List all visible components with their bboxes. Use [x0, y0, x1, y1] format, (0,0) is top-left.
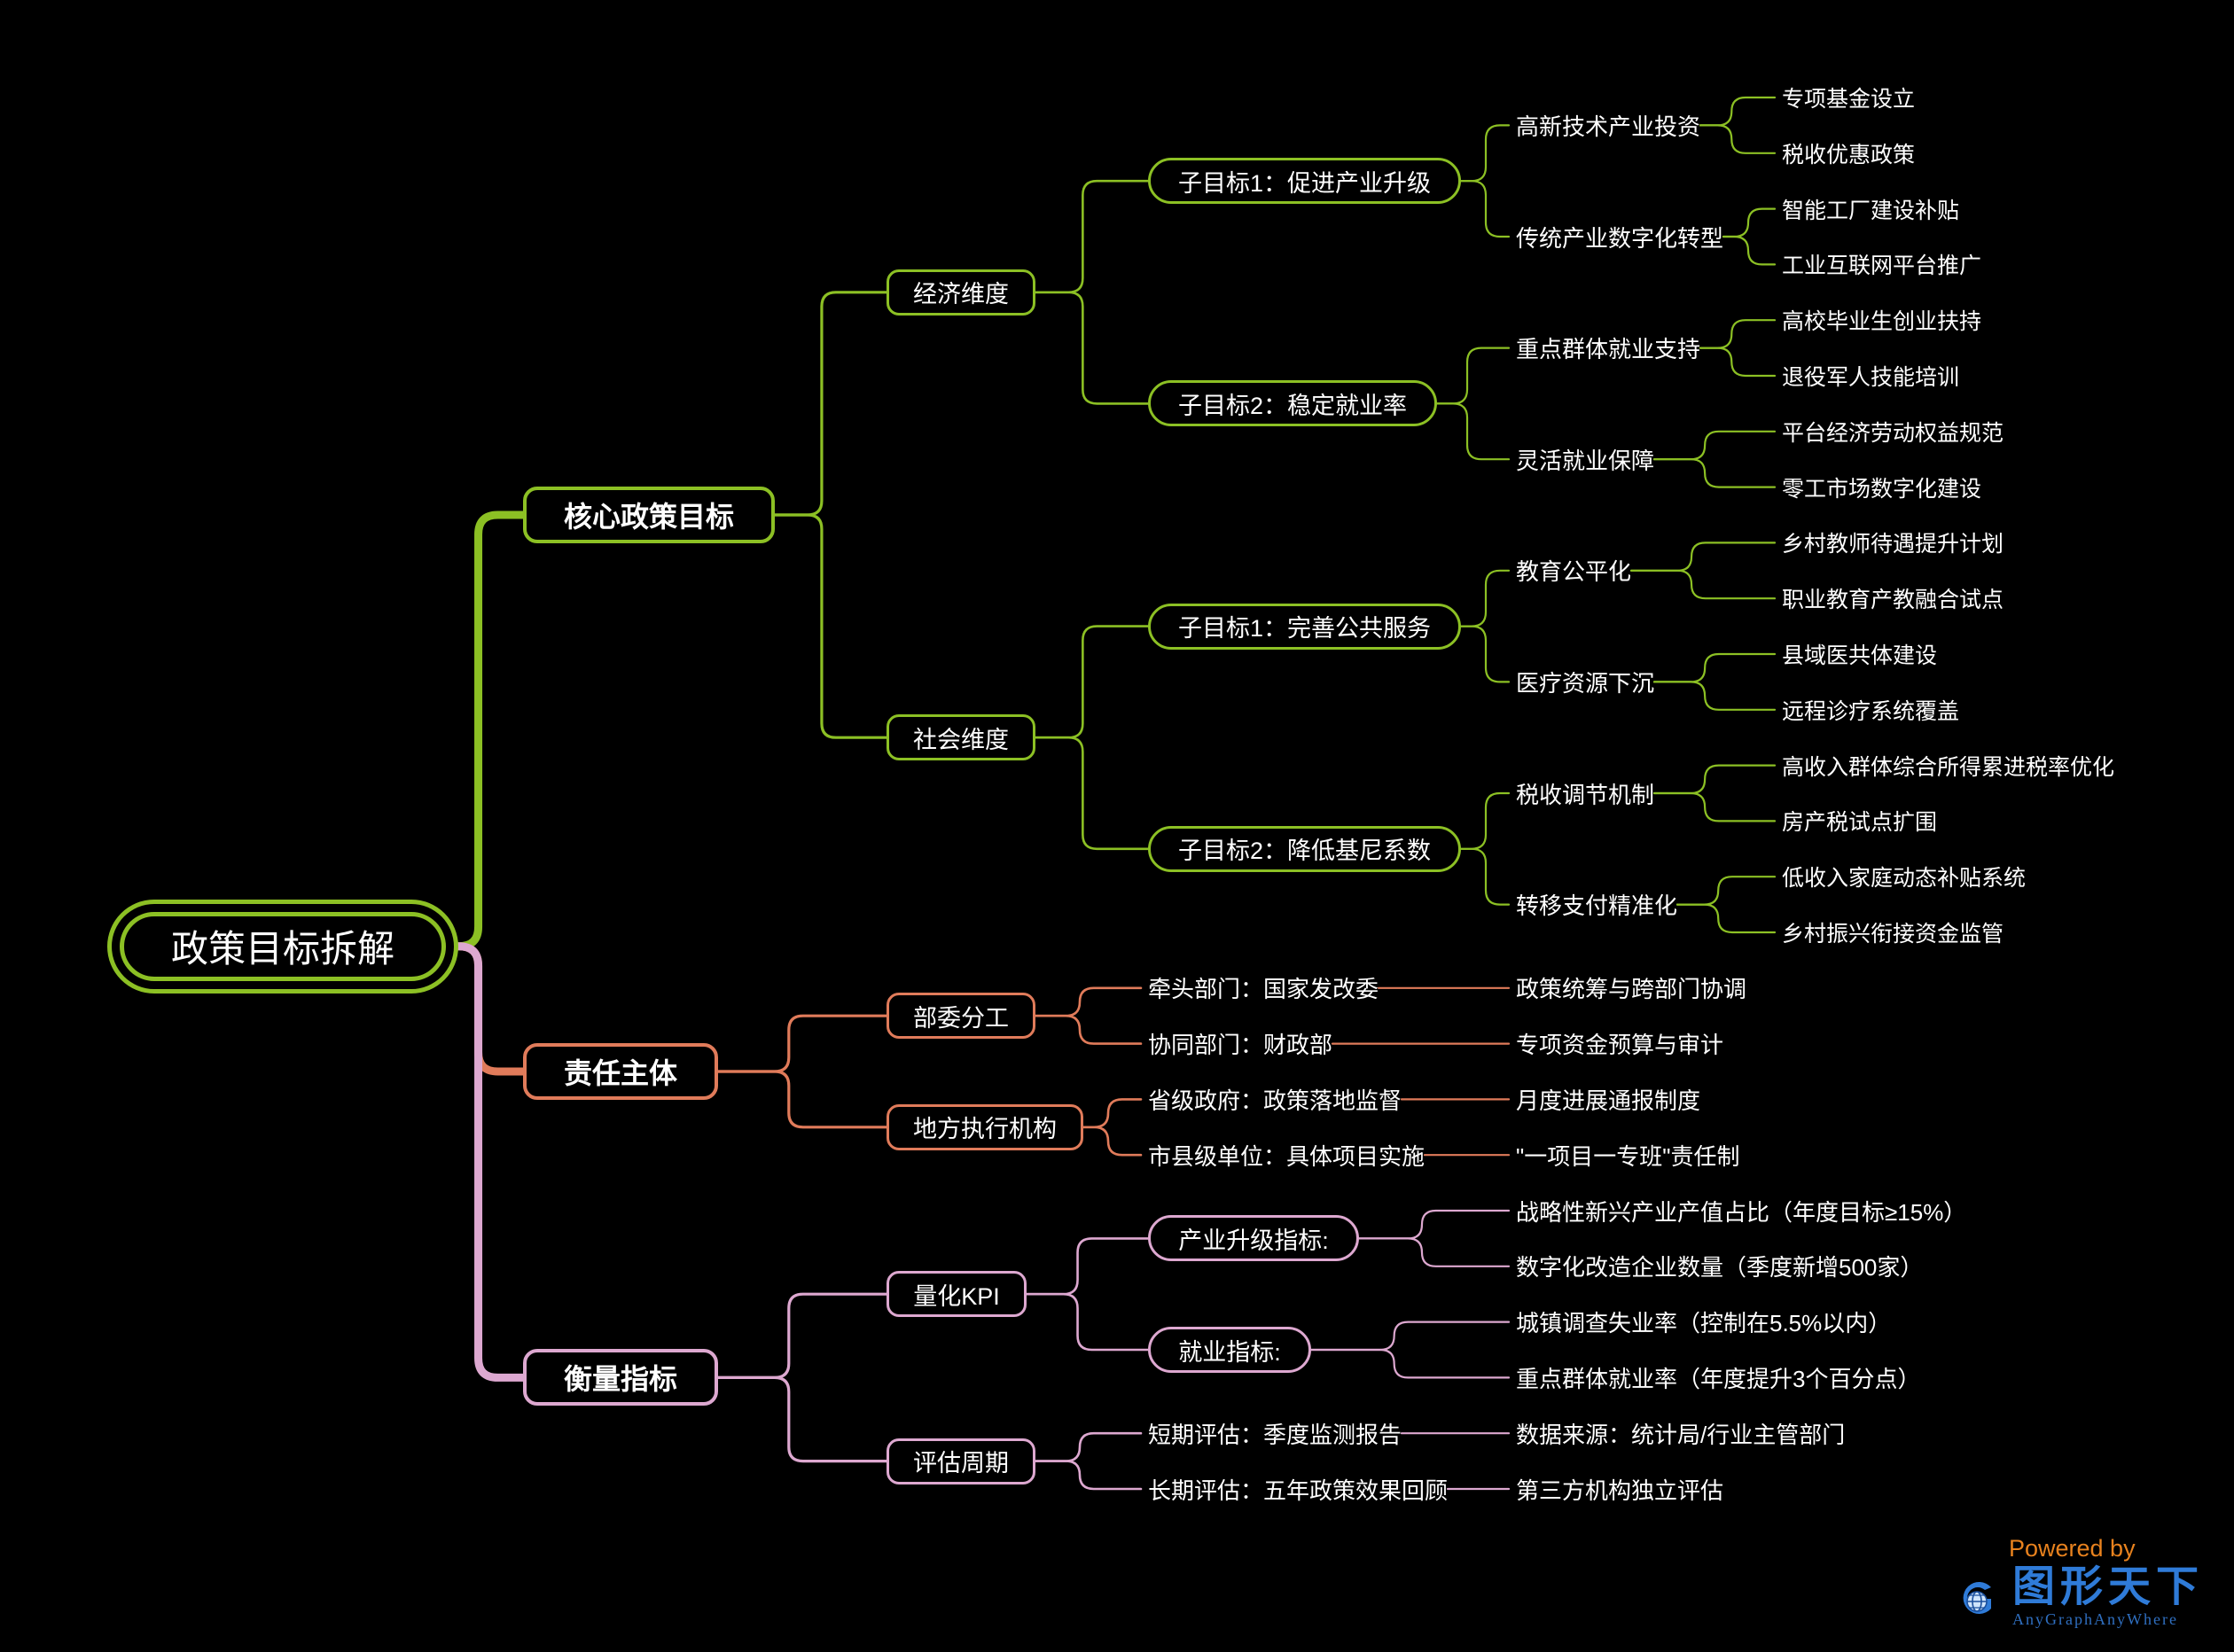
mindmap-node-depth-3[interactable]: 子目标1：完善公共服务: [1148, 603, 1461, 650]
root-node[interactable]: 政策目标拆解: [120, 911, 446, 981]
mindmap-node-depth-2[interactable]: 部委分工: [887, 993, 1035, 1040]
mindmap-node-depth-3[interactable]: 长期评估：五年政策效果回顾: [1148, 1477, 1449, 1504]
mindmap-node-depth-4[interactable]: 重点群体就业率（年度提升3个百分点）: [1516, 1365, 1921, 1392]
mindmap-node-depth-4[interactable]: 第三方机构独立评估: [1516, 1477, 1724, 1504]
mindmap-node-depth-5[interactable]: 乡村振兴衔接资金监管: [1782, 922, 2004, 947]
mindmap-node-depth-5[interactable]: 县域医共体建设: [1782, 643, 1938, 668]
mindmap-node-depth-4[interactable]: "一项目一专班"责任制: [1516, 1142, 1740, 1170]
mindmap-node-depth-4[interactable]: 数字化改造企业数量（季度新增500家）: [1516, 1254, 1924, 1282]
mindmap-node-depth-3[interactable]: 子目标2：稳定就业率: [1148, 380, 1437, 427]
watermark-powered-by: Powered by: [2008, 1535, 2136, 1562]
mindmap-node-depth-4[interactable]: 传统产业数字化转型: [1516, 224, 1724, 252]
mindmap-node-depth-3[interactable]: 产业升级指标:: [1148, 1215, 1359, 1262]
globe-g-logo-icon: [1963, 1581, 1991, 1614]
mindmap-node-depth-3[interactable]: 子目标1：促进产业升级: [1148, 158, 1461, 205]
mindmap-node-depth-2[interactable]: 地方执行机构: [887, 1103, 1083, 1150]
mindmap-node-depth-2[interactable]: 评估周期: [887, 1438, 1035, 1484]
mindmap-node-depth-5[interactable]: 远程诊疗系统覆盖: [1782, 698, 1960, 724]
mindmap-node-depth-5[interactable]: 低收入家庭动态补贴系统: [1782, 866, 2027, 892]
watermark-brand-cn: 图形天下: [2011, 1563, 2204, 1610]
mindmap-node-depth-5[interactable]: 智能工厂建设补贴: [1782, 198, 1960, 223]
mindmap-node-depth-4[interactable]: 重点群体就业支持: [1516, 336, 1701, 363]
branch-node[interactable]: 核心政策目标: [523, 487, 775, 543]
branch-node[interactable]: 衡量指标: [523, 1349, 718, 1407]
mindmap-node-depth-4[interactable]: 战略性新兴产业产值占比（年度目标≥15%）: [1516, 1198, 1967, 1226]
mindmap-node-depth-5[interactable]: 房产税试点扩围: [1782, 810, 1938, 836]
mindmap-node-depth-5[interactable]: 退役军人技能培训: [1782, 365, 1960, 390]
mindmap-node-depth-4[interactable]: 数据来源：统计局/行业主管部门: [1516, 1421, 1846, 1448]
mindmap-node-depth-4[interactable]: 月度进展通报制度: [1516, 1087, 1701, 1114]
mindmap-node-depth-2[interactable]: 经济维度: [887, 269, 1035, 316]
watermark-brand-en: AnyGraphAnyWhere: [2011, 1610, 2178, 1628]
mindmap-node-depth-4[interactable]: 税收调节机制: [1516, 781, 1655, 808]
mindmap-node-depth-5[interactable]: 高校毕业生创业扶持: [1782, 309, 1982, 335]
mindmap-node-depth-2[interactable]: 量化KPI: [887, 1271, 1027, 1318]
mindmap-node-depth-5[interactable]: 乡村教师待遇提升计划: [1782, 532, 2004, 557]
watermark: Powered by 图形天下 AnyGraphAnyWhere: [1956, 1535, 2204, 1629]
mindmap-node-depth-2[interactable]: 社会维度: [887, 714, 1035, 761]
mindmap-node-depth-4[interactable]: 转移支付精准化: [1516, 892, 1678, 920]
mindmap-node-depth-3[interactable]: 市县级单位：具体项目实施: [1148, 1142, 1426, 1170]
mindmap-node-depth-4[interactable]: 医疗资源下沉: [1516, 669, 1655, 697]
mindmap-node-depth-3[interactable]: 牵头部门：国家发改委: [1148, 976, 1379, 1003]
mindmap-node-depth-5[interactable]: 零工市场数字化建设: [1782, 476, 1982, 502]
mindmap-node-depth-3[interactable]: 短期评估：季度监测报告: [1148, 1421, 1402, 1448]
mindmap-node-depth-3[interactable]: 协同部门：财政部: [1148, 1032, 1333, 1059]
mindmap-node-depth-5[interactable]: 税收优惠政策: [1782, 142, 1916, 168]
mindmap-node-depth-5[interactable]: 平台经济劳动权益规范: [1782, 420, 2004, 446]
mindmap-node-depth-4[interactable]: 专项资金预算与审计: [1516, 1032, 1724, 1059]
mindmap-node-depth-3[interactable]: 省级政府：政策落地监督: [1148, 1087, 1402, 1114]
mindmap-node-depth-3[interactable]: 就业指标:: [1148, 1327, 1311, 1373]
branch-node[interactable]: 责任主体: [523, 1043, 718, 1100]
mindmap-node-depth-4[interactable]: 灵活就业保障: [1516, 447, 1655, 474]
mindmap-node-depth-5[interactable]: 工业互联网平台推广: [1782, 253, 1982, 279]
mindmap-node-depth-4[interactable]: 政策统筹与跨部门协调: [1516, 976, 1747, 1003]
mindmap-node-depth-4[interactable]: 高新技术产业投资: [1516, 113, 1701, 140]
mindmap-node-depth-4[interactable]: 教育公平化: [1516, 558, 1632, 586]
mindmap-node-depth-4[interactable]: 城镇调查失业率（控制在5.5%以内）: [1516, 1310, 1892, 1337]
mindmap-node-depth-5[interactable]: 高收入群体综合所得累进税率优化: [1782, 754, 2115, 780]
mindmap-node-depth-3[interactable]: 子目标2：降低基尼系数: [1148, 825, 1461, 872]
mindmap-node-depth-5[interactable]: 专项基金设立: [1782, 87, 1916, 112]
mindmap-node-depth-5[interactable]: 职业教育产教融合试点: [1782, 588, 2004, 613]
